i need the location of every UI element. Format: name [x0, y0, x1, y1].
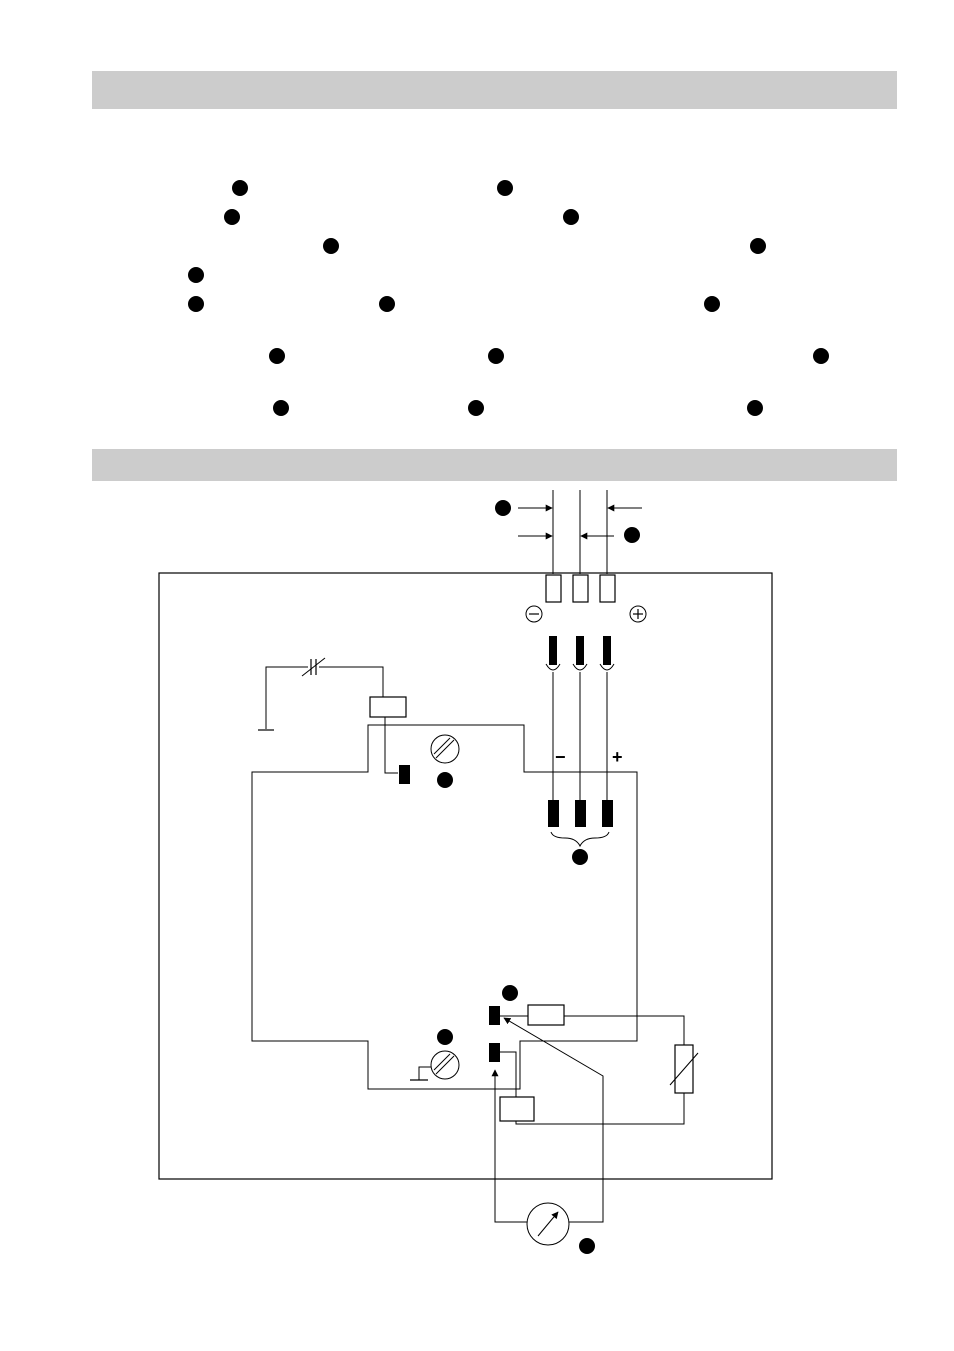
terminal-screw-icon: [430, 734, 460, 764]
terminal-block-pin: [575, 800, 586, 827]
plus-circle-icon: [629, 605, 647, 623]
terminal-pin: [489, 1043, 500, 1062]
callout-marker: [188, 267, 204, 283]
resistor-block: [499, 1096, 535, 1122]
wire: [515, 1093, 685, 1125]
callout-marker: [495, 500, 511, 516]
callout-marker: [232, 180, 248, 196]
resistor-block: [369, 696, 407, 718]
terminal-block-pin: [602, 800, 613, 827]
callout-marker: [813, 348, 829, 364]
callout-marker: [579, 1238, 595, 1254]
terminal-block-pin: [548, 800, 559, 827]
variable-resistor-icon: [669, 1044, 699, 1094]
callout-marker: [379, 296, 395, 312]
section-header-bar-2: [92, 449, 897, 481]
callout-marker: [273, 400, 289, 416]
callout-marker: [750, 238, 766, 254]
minus-sign: −: [555, 747, 566, 767]
capacitor-icon: [301, 657, 326, 677]
entry-terminal: [599, 574, 616, 603]
plus-sign: +: [612, 747, 623, 767]
callout-marker: [704, 296, 720, 312]
terminal-pin: [489, 1006, 500, 1025]
minus-circle-icon: [525, 605, 543, 623]
callout-marker: [468, 400, 484, 416]
wire: [500, 1051, 517, 1097]
ground-lead: [418, 1066, 431, 1080]
meter-icon: [526, 1202, 570, 1246]
callout-marker: [624, 527, 640, 543]
wire: [564, 1015, 685, 1045]
enclosure-outline: [158, 572, 773, 1180]
connector-pin: [545, 636, 561, 671]
callout-marker: [437, 772, 453, 788]
brace-icon: [550, 831, 610, 848]
callout-marker: [437, 1029, 453, 1045]
probe-lead: [491, 1069, 527, 1223]
resistor-block: [527, 1004, 565, 1026]
probe-lead: [503, 1017, 604, 1223]
module-outline: [251, 724, 638, 1090]
callout-marker: [563, 209, 579, 225]
callout-marker: [747, 400, 763, 416]
callout-marker: [323, 238, 339, 254]
callout-marker: [269, 348, 285, 364]
entry-terminal: [572, 574, 589, 603]
section-header-bar-1: [92, 71, 897, 109]
terminal-pin: [399, 765, 410, 784]
callout-marker: [188, 296, 204, 312]
callout-marker: [488, 348, 504, 364]
resistor-lead: [384, 717, 398, 774]
ground-lead: [265, 666, 308, 729]
callout-marker: [572, 849, 588, 865]
callout-marker: [502, 985, 518, 1001]
entry-terminal: [545, 574, 562, 603]
connector-pin: [599, 636, 615, 671]
callout-marker: [497, 180, 513, 196]
terminal-screw-icon: [430, 1050, 460, 1080]
capacitor-lead: [319, 666, 384, 697]
callout-marker: [224, 209, 240, 225]
connector-pin: [572, 636, 588, 671]
